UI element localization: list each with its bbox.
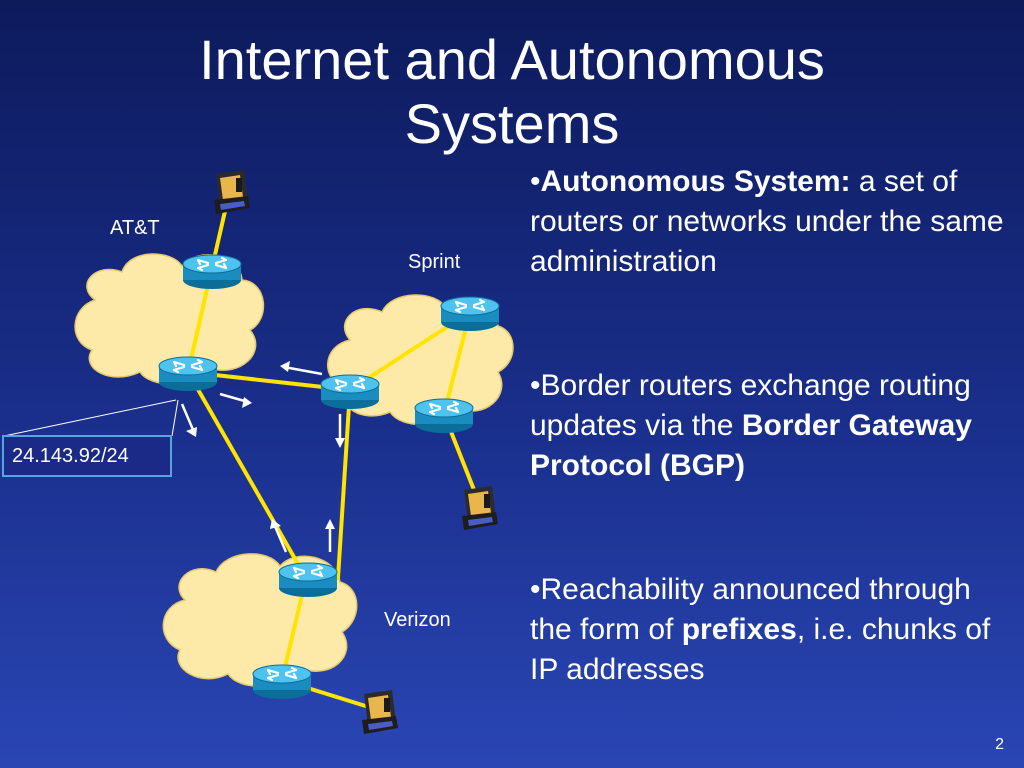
link — [186, 370, 308, 580]
link — [336, 388, 352, 580]
bullet-marker: • — [530, 165, 541, 198]
router-sprint-border — [320, 374, 380, 410]
prefix-label: 24.143.92/24 — [2, 435, 172, 477]
arrow-icon — [325, 519, 335, 552]
router-sprint-bottom — [414, 398, 474, 434]
computer-icon — [362, 690, 398, 734]
slide-title: Internet and Autonomous Systems — [0, 28, 1024, 156]
arrow-icon — [270, 519, 288, 553]
arrow-icon — [335, 414, 345, 448]
network-diagram: AT&T Sprint Verizon — [3, 170, 514, 734]
router-att-border — [158, 356, 218, 392]
bullet-text-after: , i.e. chunks of IP addresses — [530, 613, 991, 686]
router-icon — [440, 296, 500, 332]
arrow-icon — [280, 361, 323, 376]
router-icon — [320, 374, 380, 410]
bullet-bold: Autonomous System: — [540, 165, 851, 198]
bullet-autonomous-system: •Autonomous System: a set of routers or … — [530, 162, 1020, 282]
announcement-arrows — [180, 361, 345, 553]
router-sprint-top — [440, 296, 500, 332]
prefix-callout — [3, 399, 179, 437]
router-icon — [182, 254, 242, 290]
computer-icon — [214, 170, 250, 214]
network-label-att: AT&T — [110, 217, 160, 239]
bullet-bold: prefixes — [681, 613, 797, 646]
router-icon — [414, 398, 474, 434]
title-line-2: Systems — [404, 92, 620, 155]
bullet-text: Border routers exchange routing updates … — [530, 369, 971, 442]
bullet-marker: • — [530, 369, 541, 402]
router-icon — [158, 356, 218, 392]
network-label-verizon: Verizon — [384, 609, 451, 631]
computer-icon — [462, 486, 498, 530]
bullet-marker: • — [530, 573, 541, 606]
page-number: 2 — [995, 736, 1004, 753]
title-line-1: Internet and Autonomous — [199, 28, 825, 91]
router-att-top — [182, 254, 242, 290]
router-verizon-border — [278, 562, 338, 598]
router-verizon-bottom — [252, 664, 312, 700]
router-icon — [252, 664, 312, 700]
host-verizon — [362, 690, 398, 734]
bullet-border-routers: •Border routers exchange routing updates… — [530, 366, 1020, 486]
bullet-text: Reachability announced through the form … — [530, 573, 971, 646]
bullet-bold: Border Gateway Protocol (BGP) — [530, 409, 972, 482]
arrow-icon — [219, 392, 252, 408]
host-sprint — [462, 486, 498, 530]
network-label-sprint: Sprint — [408, 251, 461, 273]
bullet-text: a set of routers or networks under the s… — [530, 165, 1004, 278]
bullet-reachability: •Reachability announced through the form… — [530, 570, 1020, 690]
host-att — [214, 170, 250, 214]
arrow-icon — [180, 403, 197, 437]
router-icon — [278, 562, 338, 598]
